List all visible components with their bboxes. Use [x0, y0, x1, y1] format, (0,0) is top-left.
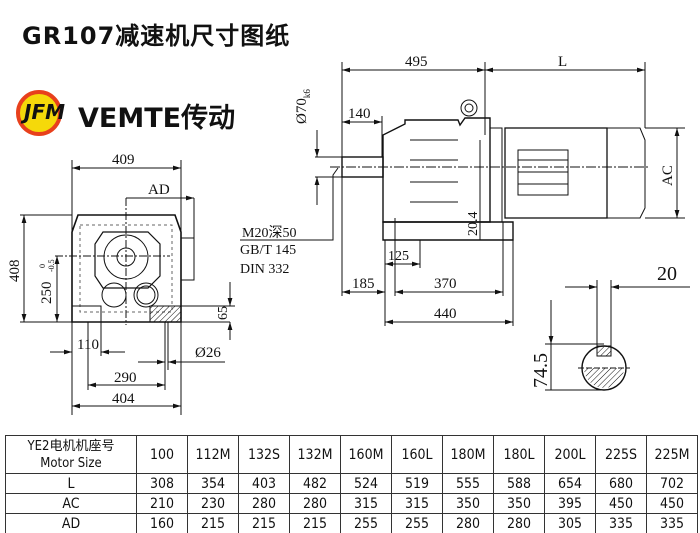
value-cell: 555: [442, 473, 494, 494]
value-cell: 450: [595, 493, 647, 514]
thread-spec: M20深50: [242, 225, 296, 241]
tol-upper: 0: [38, 264, 47, 268]
value-cell: 308: [136, 473, 188, 494]
dim-370: 370: [434, 276, 457, 292]
dim-l: L: [558, 54, 567, 70]
size-cell: 180L: [493, 435, 545, 474]
size-cell: 180M: [442, 435, 494, 474]
size-cell: 132S: [238, 435, 290, 474]
side-view: [240, 62, 685, 326]
dim-110: 110: [77, 337, 99, 353]
size-cell: 225M: [646, 435, 698, 474]
value-cell: 450: [646, 493, 698, 514]
value-cell: 354: [187, 473, 239, 494]
value-cell: 524: [340, 473, 392, 494]
size-cell: 160L: [391, 435, 443, 474]
dim-key-width: 20: [657, 263, 677, 285]
brand-logo: JFM: [16, 90, 66, 136]
value-cell: 335: [595, 513, 647, 533]
thread-standard-gb: GB/T 145: [240, 243, 296, 258]
front-view: [20, 160, 235, 415]
value-cell: 588: [493, 473, 545, 494]
value-cell: 255: [340, 513, 392, 533]
value-cell: 280: [289, 493, 341, 514]
thread-standard-din: DIN 332: [240, 262, 289, 277]
size-cell: 160M: [340, 435, 392, 474]
dim-440: 440: [434, 306, 457, 322]
size-cell: 200L: [544, 435, 596, 474]
value-cell: 395: [544, 493, 596, 514]
dim-185: 185: [352, 276, 375, 292]
value-cell: 160: [136, 513, 188, 533]
technical-drawing: 409 AD 408 250 0 -0.5 65 110 Ø26 290 404: [7, 54, 690, 415]
size-cell: 100: [136, 435, 188, 474]
row-label: AD: [5, 513, 137, 533]
value-cell: 280: [442, 513, 494, 533]
dim-key-height: 74.5: [530, 353, 552, 388]
value-cell: 335: [646, 513, 698, 533]
value-cell: 230: [187, 493, 239, 514]
key-section: [545, 280, 690, 391]
dim-290: 290: [114, 370, 137, 386]
value-cell: 654: [544, 473, 596, 494]
value-cell: 280: [238, 493, 290, 514]
dim-408: 408: [7, 260, 23, 283]
value-cell: 305: [544, 513, 596, 533]
value-cell: 519: [391, 473, 443, 494]
size-cell: 132M: [289, 435, 341, 474]
value-cell: 315: [340, 493, 392, 514]
value-cell: 210: [136, 493, 188, 514]
dim-409: 409: [112, 152, 135, 168]
value-cell: 350: [493, 493, 545, 514]
dim-shaft-dia: Ø70k6: [294, 89, 312, 124]
dim-ac: AC: [660, 165, 676, 186]
value-cell: 482: [289, 473, 341, 494]
row-label: AC: [5, 493, 137, 514]
value-cell: 350: [442, 493, 494, 514]
dim-140: 140: [348, 106, 371, 122]
dim-ad: AD: [148, 182, 170, 198]
dim-404: 404: [112, 391, 135, 407]
page-title: GR107减速机尺寸图纸: [22, 22, 291, 50]
row-label: L: [5, 473, 137, 494]
value-cell: 403: [238, 473, 290, 494]
value-cell: 255: [391, 513, 443, 533]
value-cell: 315: [391, 493, 443, 514]
dim-hole: Ø26: [195, 345, 221, 361]
tol-lower: -0.5: [47, 259, 56, 272]
dim-250: 250: [39, 282, 55, 305]
value-cell: 215: [187, 513, 239, 533]
value-cell: 280: [493, 513, 545, 533]
dim-495: 495: [405, 54, 428, 70]
dim-65: 65: [216, 306, 231, 320]
dim-20-4: 20.4: [466, 212, 481, 237]
logo-text: JFM: [24, 100, 66, 124]
dim-125: 125: [388, 249, 409, 264]
size-cell: 225S: [595, 435, 647, 474]
size-cell: 112M: [187, 435, 239, 474]
value-cell: 215: [289, 513, 341, 533]
brand-name: VEMTE传动: [78, 103, 236, 134]
value-cell: 215: [238, 513, 290, 533]
value-cell: 702: [646, 473, 698, 494]
value-cell: 680: [595, 473, 647, 494]
